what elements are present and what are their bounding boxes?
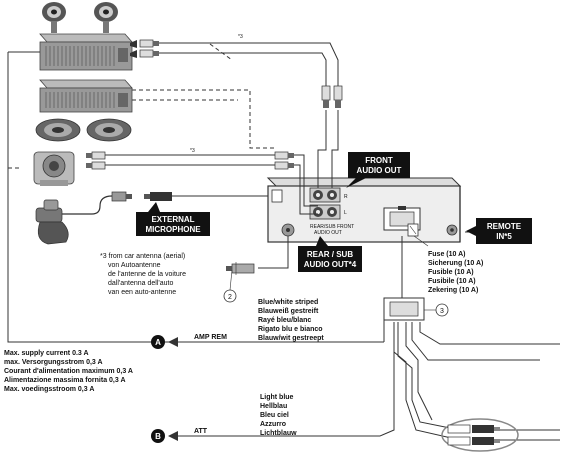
note-3-top: *3 bbox=[238, 34, 243, 40]
callout-rear-line2: AUDIO OUT*4 bbox=[304, 260, 357, 269]
fuse-line4: Fusibile (10 A) bbox=[428, 278, 476, 285]
callout-front-line2: AUDIO OUT bbox=[357, 166, 402, 175]
circle-marker-3: 3 bbox=[435, 303, 449, 317]
power-harness-connector bbox=[383, 297, 436, 321]
callout-front-audio-out: FRONT AUDIO OUT bbox=[346, 152, 410, 188]
connection-a: A AMP REM bbox=[151, 334, 227, 349]
panel-label-1: REAR/SUB FRONT bbox=[310, 224, 354, 230]
fuse-line1: Fuse (10 A) bbox=[428, 251, 465, 258]
panel-label-2: AUDIO OUT bbox=[314, 230, 342, 236]
antenna-plug bbox=[226, 262, 255, 275]
amp1-rca-connectors bbox=[130, 39, 159, 58]
arrow-b bbox=[168, 431, 178, 441]
wire-label-blue-white: Blue/white striped Blauweiß gestreift Ra… bbox=[258, 299, 324, 342]
oval-speaker-right-icon bbox=[86, 118, 132, 142]
antenna-socket[interactable] bbox=[281, 223, 295, 237]
connection-a-label: AMP REM bbox=[194, 334, 227, 341]
rear-sub-audio-out-jacks[interactable] bbox=[309, 204, 341, 220]
blue-white-line5: Blauw/wit gestreept bbox=[258, 335, 324, 342]
blue-white-line3: Rayé bleu/blanc bbox=[258, 317, 311, 324]
antenna-note-line4: dall'antenna dell'auto bbox=[108, 280, 173, 287]
light-blue-line3: Bleu ciel bbox=[260, 412, 289, 419]
light-blue-line1: Light blue bbox=[260, 394, 294, 401]
blue-white-line2: Blauweiß gestreift bbox=[258, 308, 319, 315]
supply-line4: Alimentazione massima fornita 0,3 A bbox=[4, 377, 126, 384]
callout-mic-line1: EXTERNAL bbox=[151, 215, 194, 224]
connection-b: B ATT bbox=[151, 428, 208, 443]
callout-remote-in: REMOTE IN*5 bbox=[466, 218, 532, 244]
microphone-plug bbox=[62, 191, 132, 215]
light-blue-line5: Lichtblauw bbox=[260, 430, 297, 437]
callout-mic-line2: MICROPHONE bbox=[145, 225, 201, 234]
supply-current-block: Max. supply current 0.3 A max. Versorgun… bbox=[4, 350, 133, 393]
front-audio-out-jacks[interactable] bbox=[309, 187, 341, 203]
antenna-note-line5: van een auto-antenne bbox=[108, 289, 176, 296]
callout-rear-line1: REAR / SUB bbox=[307, 250, 353, 259]
supply-line1: Max. supply current 0.3 A bbox=[4, 350, 89, 357]
light-blue-line4: Azzurro bbox=[260, 421, 286, 428]
dashed-wiring bbox=[8, 43, 276, 169]
blue-white-line1: Blue/white striped bbox=[258, 299, 318, 306]
subwoofer-icon bbox=[33, 151, 75, 186]
callout-external-microphone: EXTERNAL MICROPHONE bbox=[136, 202, 210, 236]
antenna-note: *3 from car antenna (aerial) von Autoant… bbox=[100, 253, 186, 296]
connection-b-marker: B bbox=[155, 432, 161, 441]
tweeter-left-icon bbox=[42, 2, 66, 33]
head-unit bbox=[266, 177, 462, 243]
front-rca-plugs bbox=[321, 85, 343, 108]
tweeter-right-icon bbox=[94, 2, 118, 33]
supply-line2: max. Versorgungsstrom 0,3 A bbox=[4, 359, 103, 366]
circle-2-label: 2 bbox=[228, 294, 232, 301]
amplifier-1-icon bbox=[39, 33, 133, 71]
fuse-list: Fuse (10 A) Sicherung (10 A) Fusible (10… bbox=[428, 251, 483, 294]
callout-remote-line2: IN*5 bbox=[496, 232, 512, 241]
antenna-note-line2: von Autoantenne bbox=[108, 262, 161, 269]
subwoofer-rca-connectors bbox=[86, 151, 106, 170]
rear-rca-connectors bbox=[274, 151, 294, 170]
supply-line3: Courant d'alimentation maximum 0,3 A bbox=[4, 368, 133, 375]
microphone-icon bbox=[35, 199, 69, 245]
connection-a-marker: A bbox=[155, 338, 161, 347]
remote-in-socket[interactable] bbox=[446, 224, 458, 236]
note-3-mid: *3 bbox=[190, 148, 195, 154]
wire-label-light-blue: Light blue Hellblau Bleu ciel Azzurro Li… bbox=[260, 394, 297, 437]
arrow-a bbox=[168, 337, 178, 347]
fuse-line3: Fusible (10 A) bbox=[428, 269, 474, 276]
callout-front-line1: FRONT bbox=[365, 156, 393, 165]
antenna-note-line1: *3 from car antenna (aerial) bbox=[100, 253, 185, 260]
oval-speaker-left-icon bbox=[35, 118, 81, 142]
fuse-leader bbox=[413, 235, 429, 247]
antenna-note-line3: de l'antenne de la voiture bbox=[108, 271, 186, 278]
fuse-line2: Sicherung (10 A) bbox=[428, 260, 483, 267]
wiring-lines bbox=[7, 42, 560, 441]
connection-b-label: ATT bbox=[194, 428, 208, 435]
circle-3-label: 3 bbox=[440, 308, 444, 315]
jack-label-l: L bbox=[344, 210, 347, 216]
supply-line5: Max. voedingsstroom 0,3 A bbox=[4, 386, 94, 393]
fuse-line5: Zekering (10 A) bbox=[428, 287, 478, 294]
callout-rear-sub-audio-out: REAR / SUB AUDIO OUT*4 bbox=[298, 236, 362, 272]
amplifier-2-icon bbox=[39, 79, 133, 113]
microphone-extension-plug bbox=[144, 192, 172, 201]
callout-remote-line1: REMOTE bbox=[487, 222, 522, 231]
jack-label-r: R bbox=[344, 194, 348, 200]
bullet-connectors bbox=[441, 418, 519, 452]
blue-white-line4: Rigato blu e bianco bbox=[258, 326, 323, 333]
circle-marker-2: 2 bbox=[223, 269, 237, 303]
fuse-icon bbox=[407, 223, 419, 237]
light-blue-line2: Hellblau bbox=[260, 403, 287, 410]
